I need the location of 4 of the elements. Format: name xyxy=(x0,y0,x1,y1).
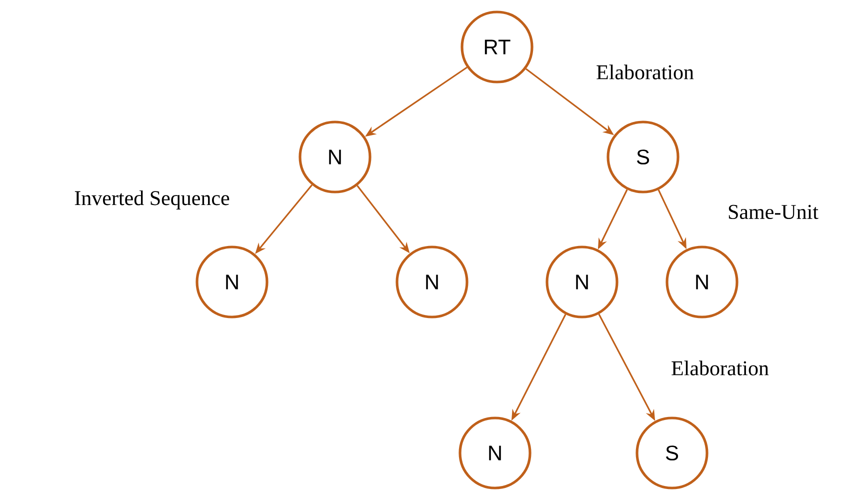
relation-label: Same-Unit xyxy=(728,204,818,220)
relation-label: Elaboration xyxy=(596,64,694,80)
relation-label: Inverted Sequence xyxy=(74,190,230,210)
relation-label: Elaboration xyxy=(672,360,769,376)
